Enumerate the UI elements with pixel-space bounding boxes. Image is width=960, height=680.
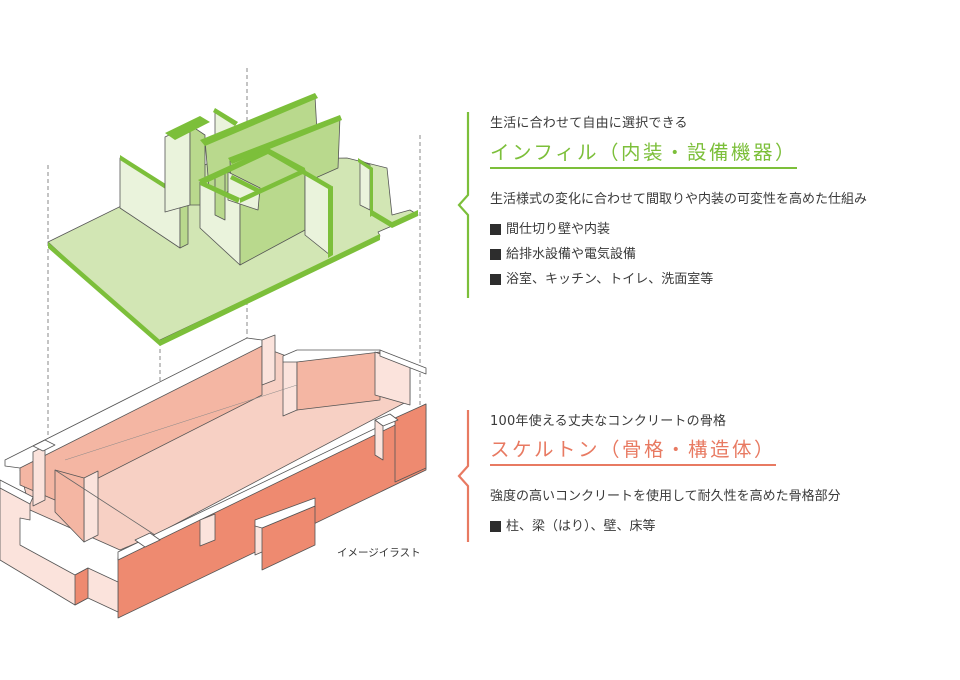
black-square-icon xyxy=(490,521,501,532)
skeleton-bullet-list: 柱、梁（はり）、壁、床等 xyxy=(490,514,656,539)
black-square-icon xyxy=(490,274,501,285)
list-item: 給排水設備や電気設備 xyxy=(490,242,713,267)
infill-title: インフィル（内装・設備機器） xyxy=(490,136,798,169)
list-item: 柱、梁（はり）、壁、床等 xyxy=(490,514,656,539)
skeleton-curly-brace-icon xyxy=(457,410,470,542)
infill-curly-brace-icon xyxy=(457,112,470,298)
infill-subtitle: 生活に合わせて自由に選択できる xyxy=(490,116,688,131)
black-square-icon xyxy=(490,224,501,235)
black-square-icon xyxy=(490,249,501,260)
list-item: 浴室、キッチン、トイレ、洗面室等 xyxy=(490,267,713,292)
skeleton-structure xyxy=(0,334,427,619)
list-item: 間仕切り壁や内装 xyxy=(490,217,713,242)
infill-structure xyxy=(47,93,419,346)
skeleton-title: スケルトン（骨格・構造体） xyxy=(490,433,777,466)
infill-description: 生活様式の変化に合わせて間取りや内装の可変性を高めた仕組み xyxy=(490,192,868,207)
skeleton-description: 強度の高いコンクリートを使用して耐久性を高めた骨格部分 xyxy=(490,489,841,504)
illustration-caption: イメージイラスト xyxy=(337,547,421,559)
infill-bullet-list: 間仕切り壁や内装 給排水設備や電気設備 浴室、キッチン、トイレ、洗面室等 xyxy=(490,217,713,292)
skeleton-subtitle: 100年使える丈夫なコンクリートの骨格 xyxy=(490,414,727,429)
